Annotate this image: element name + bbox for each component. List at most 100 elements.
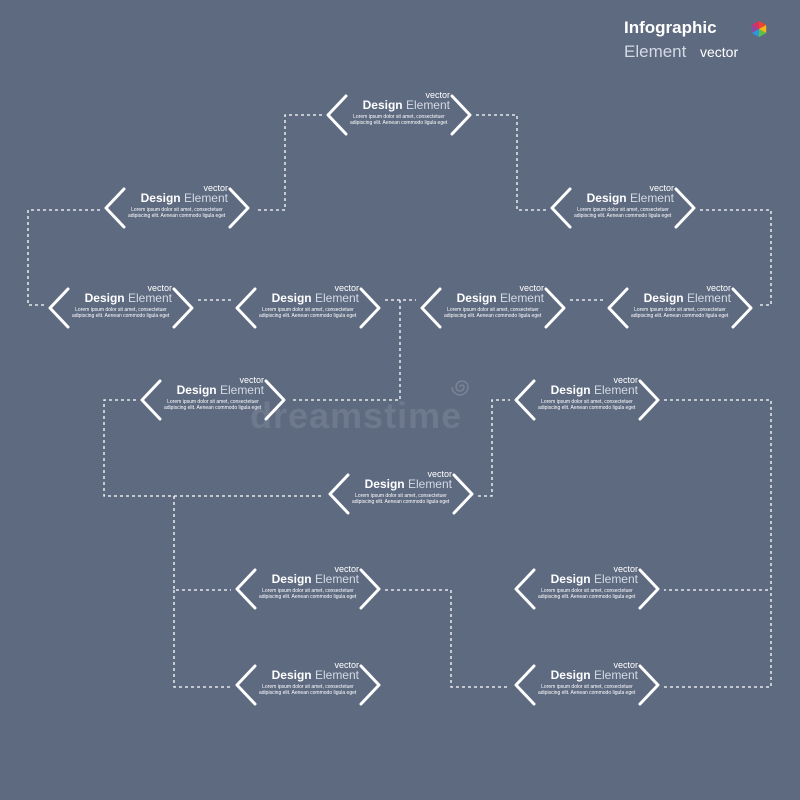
node-small-label: vector (425, 90, 450, 100)
node-small-label: vector (706, 283, 731, 293)
node-body-line-2: adipiscing elit. Aenean commodo ligula e… (259, 594, 357, 600)
watermark-text: dreamstime (250, 395, 463, 436)
dashed-connector (478, 399, 510, 497)
header-subtitle: Element (624, 42, 687, 61)
node-body-line-1: Lorem ipsum dolor sit amet, consectetuer (355, 493, 447, 499)
node-small-label: vector (613, 564, 638, 574)
chevron-right-icon (448, 469, 478, 519)
dashed-connector (173, 496, 231, 591)
chevron-left-icon (603, 283, 633, 333)
node-title-strong: Design (586, 191, 627, 205)
node-title-light: Element (629, 191, 674, 205)
node-body-line-2: adipiscing elit. Aenean commodo ligula e… (538, 690, 636, 696)
node-small-label: vector (519, 283, 544, 293)
chevron-right-icon (355, 283, 385, 333)
node-title: Design Element (324, 478, 452, 491)
node-title-strong: Design (643, 291, 684, 305)
node-body-line-2: adipiscing elit. Aenean commodo ligula e… (350, 120, 448, 126)
node-body-line-2: adipiscing elit. Aenean commodo ligula e… (444, 313, 542, 319)
node-body-line-1: Lorem ipsum dolor sit amet, consectetuer (262, 307, 354, 313)
dashed-connector (664, 590, 772, 688)
chevron-left-icon (231, 283, 261, 333)
chevron-left-icon (322, 90, 352, 140)
node-title-light: Element (407, 477, 452, 491)
node-small-label: vector (334, 283, 359, 293)
chevron-right-icon (355, 564, 385, 614)
node-title: Design Element (510, 384, 638, 397)
node-title: Design Element (136, 384, 264, 397)
watermark: dreamstime (250, 375, 550, 436)
node-title: Design Element (231, 669, 359, 682)
chevron-left-icon (44, 283, 74, 333)
node-title-light: Element (593, 668, 638, 682)
node-title-light: Element (314, 291, 359, 305)
node-body-line-2: adipiscing elit. Aenean commodo ligula e… (631, 313, 729, 319)
spiral-icon (450, 375, 474, 399)
node-title-light: Element (405, 98, 450, 112)
node-small-label: vector (613, 375, 638, 385)
chevron-left-icon (136, 375, 166, 425)
node-title: Design Element (322, 99, 450, 112)
dashed-connector (385, 589, 510, 688)
node-title-strong: Design (176, 383, 217, 397)
dashed-connector (256, 114, 322, 211)
chevron-right-icon (634, 564, 664, 614)
node-title: Design Element (416, 292, 544, 305)
node-body-line-1: Lorem ipsum dolor sit amet, consectetuer (447, 307, 539, 313)
chevron-right-icon (355, 660, 385, 710)
node-title-light: Element (593, 572, 638, 586)
node-title-light: Element (593, 383, 638, 397)
node-body-line-2: adipiscing elit. Aenean commodo ligula e… (259, 313, 357, 319)
chevron-left-icon (546, 183, 576, 233)
node-body-line-2: adipiscing elit. Aenean commodo ligula e… (538, 405, 636, 411)
node-title: Design Element (603, 292, 731, 305)
dashed-connector (103, 399, 324, 497)
node-title-strong: Design (362, 98, 403, 112)
node-body-line-1: Lorem ipsum dolor sit amet, consectetuer (541, 588, 633, 594)
node-title-strong: Design (84, 291, 125, 305)
node-title-light: Element (127, 291, 172, 305)
node-body-line-1: Lorem ipsum dolor sit amet, consectetuer (262, 684, 354, 690)
chevron-right-icon (260, 375, 290, 425)
node-title: Design Element (510, 669, 638, 682)
node-body-line-1: Lorem ipsum dolor sit amet, consectetuer (541, 399, 633, 405)
node-small-label: vector (147, 283, 172, 293)
dashed-connector (476, 114, 546, 211)
node-body-line-1: Lorem ipsum dolor sit amet, consectetuer (634, 307, 726, 313)
node-title-strong: Design (140, 191, 181, 205)
chevron-left-icon (510, 660, 540, 710)
chevron-right-icon (540, 283, 570, 333)
dashed-connector (27, 209, 100, 306)
node-small-label: vector (427, 469, 452, 479)
header-title: Infographic (624, 18, 717, 37)
infographic-header: Infographic Element vector (624, 18, 784, 68)
node-title-strong: Design (550, 572, 591, 586)
chevron-left-icon (510, 375, 540, 425)
node-small-label: vector (334, 564, 359, 574)
node-title-light: Element (219, 383, 264, 397)
node-title-strong: Design (550, 383, 591, 397)
dashed-connector (664, 399, 772, 591)
node-title-light: Element (686, 291, 731, 305)
node-body-line-1: Lorem ipsum dolor sit amet, consectetuer (75, 307, 167, 313)
node-title: Design Element (510, 573, 638, 586)
node-title: Design Element (231, 292, 359, 305)
chevron-right-icon (634, 660, 664, 710)
node-title-strong: Design (456, 291, 497, 305)
node-small-label: vector (649, 183, 674, 193)
node-body-line-2: adipiscing elit. Aenean commodo ligula e… (574, 213, 672, 219)
node-body-line-1: Lorem ipsum dolor sit amet, consectetuer (262, 588, 354, 594)
node-title-strong: Design (550, 668, 591, 682)
chevron-left-icon (510, 564, 540, 614)
header-tag: vector (700, 44, 739, 60)
chevron-left-icon (231, 660, 261, 710)
